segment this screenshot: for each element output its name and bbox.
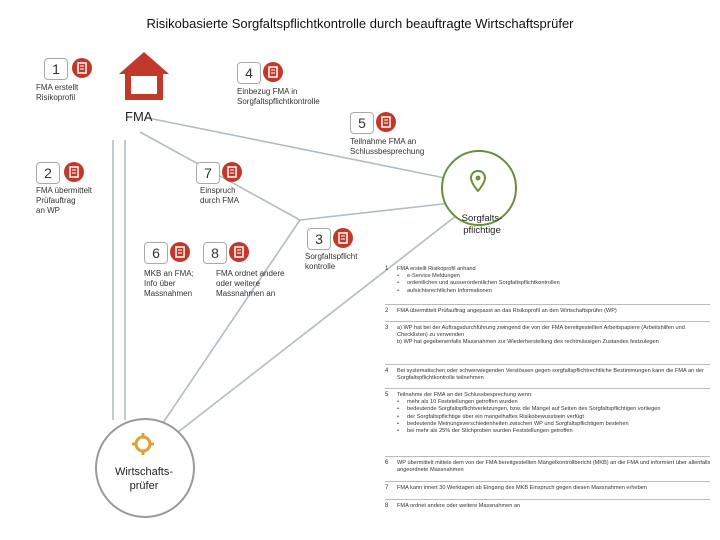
page-title: Risikobasierte Sorgfaltspflichtkontrolle… (146, 16, 574, 31)
building-icon (72, 58, 92, 78)
step-number-3: 3 (307, 228, 331, 250)
step-label-7: Einspruch durch FMA (200, 186, 240, 205)
detail-number: 3 (385, 325, 389, 331)
detail-bullet: der Sorgfaltspflichtige über ein mangelh… (397, 414, 715, 421)
detail-number: 7 (385, 485, 389, 491)
step-label-6: MKB an FMA; Info über Massnahmen (144, 269, 194, 298)
step-label-2: FMA übermittelt Prüfauftrag an WP (36, 186, 93, 215)
detail-item-7: 7 FMA kann innert 30 Werktagen ab Eingang… (385, 485, 715, 492)
step-label-3: Sorgfaltspflicht kontrolle (305, 252, 358, 271)
detail-number: 2 (385, 308, 389, 314)
detail-separator (385, 304, 710, 305)
detail-item-5: 5 Teilnahme der FMA an der Schlussbesprec… (385, 392, 715, 435)
network-icon (376, 112, 396, 132)
document-icon (64, 162, 84, 182)
step-label-8: FMA ordnet andere oder weitere Massnahme… (216, 269, 285, 298)
step-number-4: 4 (237, 62, 261, 84)
detail-separator (385, 499, 710, 500)
sorgfaltspflichtige-node (441, 150, 517, 226)
step-label-5: Teilnahme FMA an Schlussbesprechung (350, 137, 425, 156)
detail-separator (385, 481, 710, 482)
network-icon (229, 242, 249, 262)
detail-bullet: bei mehr als 25% der Stichproben wurden … (397, 428, 715, 435)
detail-separator (385, 364, 710, 365)
detail-item-4: 4 Bei systematischen oder schwerwiegenden… (385, 368, 715, 382)
detail-number: 6 (385, 460, 389, 466)
detail-item-2: 2 FMA übermittelt Prüfauftrag angepasst a… (385, 308, 715, 315)
step-number-2: 2 (36, 162, 60, 184)
detail-number: 4 (385, 368, 389, 374)
detail-bullet: e-Service Meldungen (397, 273, 715, 280)
detail-bullet: bedeutende Meinungsverschiedenheiten zwi… (397, 421, 715, 428)
document-icon (170, 242, 190, 262)
detail-text: WP übermittelt mittels dem von der FMA b… (397, 460, 711, 474)
house-icon (119, 52, 169, 100)
network-icon (263, 62, 283, 82)
fma-label: FMA (125, 109, 153, 124)
detail-bullet: bedeutende Sorgfaltspflichtverletzungen,… (397, 406, 715, 413)
detail-text: FMA ordnet andere oder weitere Massnahme… (397, 503, 521, 509)
step-number-6: 6 (144, 242, 168, 264)
detail-bullet: aufsichtsrechtlichen Informationen (397, 288, 715, 295)
step-number-7: 7 (196, 162, 220, 184)
detail-item-8: 8 FMA ordnet andere oder weitere Massnahm… (385, 503, 715, 510)
network-icon (222, 162, 242, 182)
sorgfaltspflichtige-label: Sorgfalts- pflichtige (461, 213, 503, 236)
detail-text: FMA übermittelt Prüfauftrag angepasst an… (397, 308, 617, 314)
step-label-4: Einbezug FMA in Sorgfaltspflichtkontroll… (237, 87, 320, 106)
wirtschaftspruefer-node (95, 418, 195, 518)
step-label-1: FMA erstellt Risikoprofil (36, 83, 79, 102)
detail-text: Teilnahme der FMA an der Schlussbesprech… (397, 392, 533, 398)
detail-text: FMA kann innert 30 Werktagen ab Eingang … (397, 485, 647, 491)
document-icon (333, 228, 353, 248)
detail-separator (385, 456, 710, 457)
detail-bullet: ordentlichen und ausserordentlichen Sorg… (397, 280, 715, 287)
detail-text: a) WP hat bei der Auftragsdurchführung z… (397, 325, 685, 346)
step-number-1: 1 (44, 58, 68, 80)
detail-item-6: 6 WP übermittelt mittels dem von der FMA … (385, 460, 715, 474)
detail-number: 8 (385, 503, 389, 509)
detail-text: FMA erstellt Risikoprofil anhand (397, 266, 476, 272)
location-pin-icon (470, 170, 486, 192)
detail-item-1: 1 FMA erstellt Risikoprofil anhande-Servi… (385, 266, 715, 295)
wirtschaftspruefer-label: Wirtschafts- prüfer (114, 466, 174, 492)
detail-item-3: 3 a) WP hat bei der Auftragsdurchführung … (385, 325, 715, 347)
detail-number: 1 (385, 266, 389, 272)
detail-bullet: mehr als 10 Feststellungen getroffen wur… (397, 399, 715, 406)
step-number-8: 8 (203, 242, 227, 264)
detail-number: 5 (385, 392, 389, 398)
step-number-5: 5 (350, 112, 374, 134)
detail-separator (385, 321, 710, 322)
gear-icon (132, 433, 154, 455)
detail-text: Bei systematischen oder schwerwiegenden … (397, 368, 704, 382)
detail-separator (385, 388, 710, 389)
